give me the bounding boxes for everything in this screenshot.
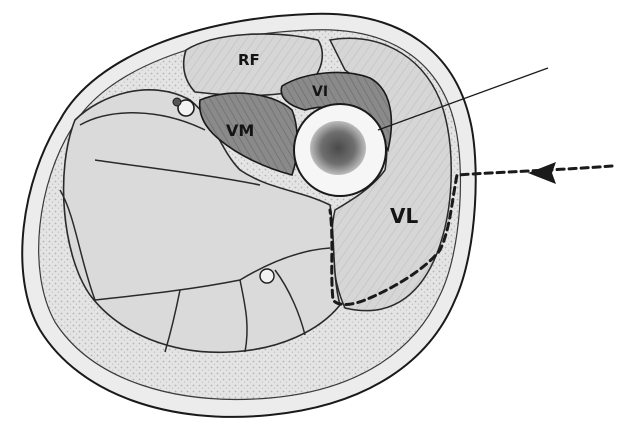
- bone-marrow: [310, 121, 366, 175]
- label-vl: VL: [390, 204, 418, 228]
- label-vi: VI: [312, 84, 328, 100]
- label-rf: RF: [238, 51, 260, 69]
- dashed-arrow-left-icon: [528, 162, 556, 184]
- label-vm: VM: [226, 121, 254, 140]
- femur-bone: [294, 104, 386, 196]
